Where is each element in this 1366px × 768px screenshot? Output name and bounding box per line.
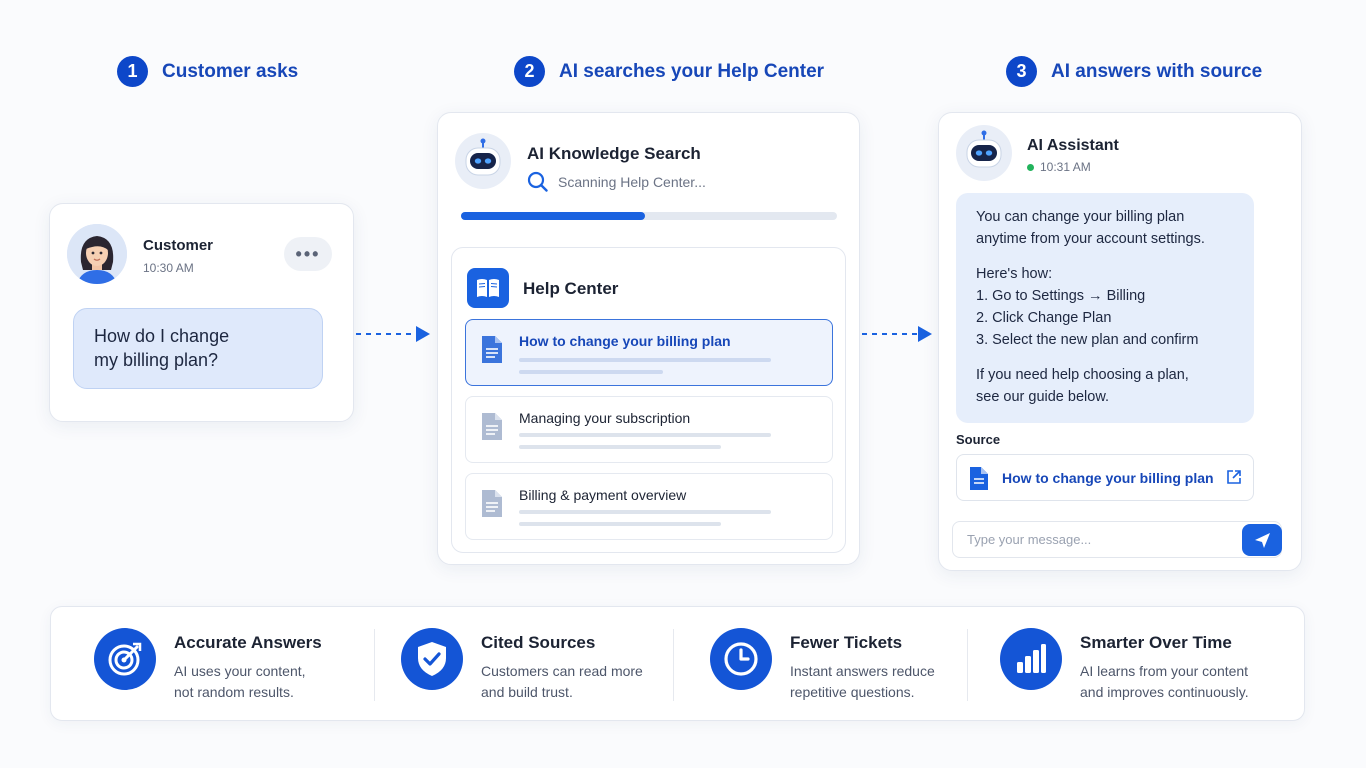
feature-description: Instant answers reduce repetitive questi… bbox=[790, 661, 980, 703]
step-1-header: 1 Customer asks bbox=[117, 56, 298, 87]
customer-card: Customer 10:30 AM ••• How do I change my… bbox=[49, 203, 354, 422]
message-input[interactable]: Type your message... bbox=[952, 521, 1282, 558]
step-number: 2 bbox=[514, 56, 545, 87]
customer-avatar-icon bbox=[67, 224, 127, 284]
external-link-icon[interactable] bbox=[1226, 469, 1242, 485]
document-icon bbox=[970, 467, 988, 490]
step-3-header: 3 AI answers with source bbox=[1006, 56, 1262, 87]
more-options-button[interactable]: ••• bbox=[284, 237, 332, 271]
answer-line: see our guide below. bbox=[976, 389, 1110, 405]
flow-arrow-icon bbox=[356, 326, 430, 342]
feature-desc-line: AI learns from your content bbox=[1080, 663, 1249, 679]
customer-time: 10:30 AM bbox=[143, 261, 194, 275]
feature-title: Cited Sources bbox=[481, 633, 596, 652]
feature-item: Fewer Tickets Instant answers reduce rep… bbox=[710, 607, 990, 722]
knowledge-search-title: AI Knowledge Search bbox=[527, 144, 701, 163]
article-title: How to change your billing plan bbox=[519, 333, 731, 349]
customer-message-bubble: How do I change my billing plan? bbox=[73, 308, 323, 389]
feature-title: Smarter Over Time bbox=[1080, 633, 1232, 652]
feature-item: Accurate Answers AI uses your content, n… bbox=[94, 607, 384, 722]
article-title: Managing your subscription bbox=[519, 410, 691, 426]
send-button[interactable] bbox=[1242, 524, 1282, 556]
divider bbox=[673, 629, 674, 701]
assistant-card: AI Assistant 10:31 AM You can change you… bbox=[938, 112, 1302, 571]
book-icon bbox=[467, 268, 509, 308]
robot-icon bbox=[455, 133, 511, 189]
search-progress-fill bbox=[461, 212, 646, 220]
answer-line: You can change your billing plan bbox=[976, 209, 1185, 225]
text-placeholder-line bbox=[519, 510, 771, 514]
help-center-panel: Help Center How to change your billing p… bbox=[451, 247, 846, 553]
feature-desc-line: not random results. bbox=[174, 684, 294, 700]
online-status-icon bbox=[1027, 163, 1034, 171]
customer-message-line: my billing plan? bbox=[94, 350, 219, 370]
feature-title: Fewer Tickets bbox=[790, 633, 903, 652]
document-icon bbox=[482, 336, 502, 363]
search-status-text: Scanning Help Center... bbox=[558, 173, 706, 190]
feature-desc-line: Customers can read more bbox=[481, 663, 643, 679]
source-link-card[interactable]: How to change your billing plan bbox=[956, 454, 1254, 501]
feature-title: Accurate Answers bbox=[174, 633, 322, 652]
divider bbox=[967, 629, 968, 701]
search-icon bbox=[527, 171, 548, 192]
bar-chart-icon bbox=[1000, 628, 1062, 690]
clock-icon bbox=[710, 628, 772, 690]
answer-line: If you need help choosing a plan, bbox=[976, 367, 1189, 383]
feature-description: Customers can read more and build trust. bbox=[481, 661, 671, 703]
article-title: Billing & payment overview bbox=[519, 487, 687, 503]
step-number: 1 bbox=[117, 56, 148, 87]
feature-item: Cited Sources Customers can read more an… bbox=[401, 607, 691, 722]
answer-line: Here's how: bbox=[976, 266, 1053, 282]
features-bar: Accurate Answers AI uses your content, n… bbox=[50, 606, 1305, 721]
answer-step: 2. Click Change Plan bbox=[976, 310, 1112, 326]
feature-description: AI learns from your content and improves… bbox=[1080, 661, 1280, 703]
shield-check-icon bbox=[401, 628, 463, 690]
article-item[interactable]: Billing & payment overview bbox=[465, 473, 833, 540]
avatar bbox=[67, 224, 127, 284]
text-placeholder-line bbox=[519, 433, 771, 437]
document-icon bbox=[482, 490, 502, 517]
feature-desc-line: and build trust. bbox=[481, 684, 573, 700]
divider bbox=[374, 629, 375, 701]
article-item[interactable]: Managing your subscription bbox=[465, 396, 833, 463]
feature-desc-line: Instant answers reduce bbox=[790, 663, 935, 679]
answer-step: 1. Go to Settings → Billing bbox=[976, 288, 1146, 304]
search-progress-bar bbox=[461, 212, 837, 220]
assistant-name: AI Assistant bbox=[1027, 137, 1119, 154]
customer-message-line: How do I change bbox=[94, 326, 230, 346]
assistant-time: 10:31 AM bbox=[1027, 160, 1091, 174]
text-placeholder-line bbox=[519, 370, 663, 374]
assistant-message-bubble: You can change your billing plan anytime… bbox=[956, 193, 1254, 423]
text-placeholder-line bbox=[519, 358, 771, 362]
send-icon bbox=[1254, 532, 1270, 548]
search-status: Scanning Help Center... bbox=[527, 171, 706, 192]
text-placeholder-line bbox=[519, 445, 721, 449]
step-number: 3 bbox=[1006, 56, 1037, 87]
flow-arrow-icon bbox=[862, 326, 932, 342]
text-placeholder-line bbox=[519, 522, 721, 526]
assistant-time-text: 10:31 AM bbox=[1040, 160, 1091, 174]
step-title: Customer asks bbox=[162, 60, 299, 82]
step-2-header: 2 AI searches your Help Center bbox=[514, 56, 824, 87]
document-icon bbox=[482, 413, 502, 440]
assistant-robot-icon bbox=[956, 125, 1012, 181]
source-label: Source bbox=[956, 432, 1001, 447]
help-center-title: Help Center bbox=[523, 279, 619, 298]
answer-step: 3. Select the new plan and confirm bbox=[976, 332, 1199, 348]
step-title: AI answers with source bbox=[1051, 60, 1263, 82]
feature-desc-line: repetitive questions. bbox=[790, 684, 915, 700]
target-icon bbox=[94, 628, 156, 690]
article-item[interactable]: How to change your billing plan bbox=[465, 319, 833, 386]
feature-desc-line: and improves continuously. bbox=[1080, 684, 1249, 700]
feature-description: AI uses your content, not random results… bbox=[174, 661, 364, 703]
source-link[interactable]: How to change your billing plan bbox=[1002, 470, 1214, 486]
step-title: AI searches your Help Center bbox=[559, 60, 825, 82]
answer-line: anytime from your account settings. bbox=[976, 231, 1205, 247]
search-card: AI Knowledge Search Scanning Help Center… bbox=[437, 112, 860, 565]
feature-desc-line: AI uses your content, bbox=[174, 663, 306, 679]
feature-item: Smarter Over Time AI learns from your co… bbox=[1000, 607, 1290, 722]
customer-name: Customer bbox=[143, 237, 214, 254]
